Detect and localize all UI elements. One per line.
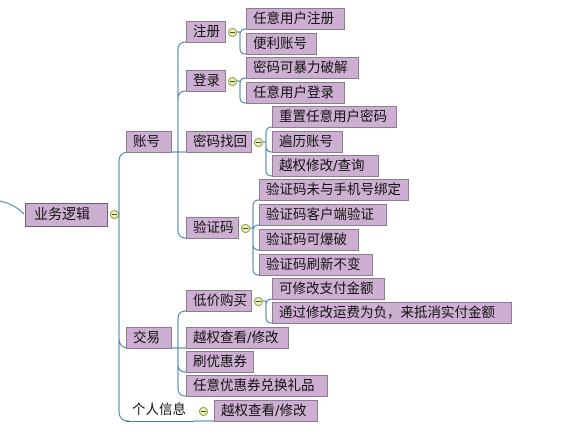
collapse-toggle-icon[interactable] <box>241 224 250 233</box>
connector-line <box>118 151 130 214</box>
collapse-toggle-icon[interactable] <box>228 77 237 86</box>
node-any-coupon-redeem-gift[interactable]: 任意优惠券兑换礼品 <box>186 375 328 397</box>
node-unauthorized-view-modify[interactable]: 越权查看/修改 <box>186 327 289 349</box>
connector-line <box>177 90 187 152</box>
connector-line <box>177 152 187 239</box>
leaf-modify-payment-amount[interactable]: 可修改支付金额 <box>272 278 385 300</box>
collapse-toggle-icon[interactable] <box>199 407 208 416</box>
node-password-recovery[interactable]: 密码找回 <box>186 131 252 153</box>
connector-line <box>118 214 130 422</box>
leaf-convenient-account[interactable]: 便利账号 <box>246 33 317 55</box>
connector-line <box>177 348 187 397</box>
node-personal-unauthorized-view-modify[interactable]: 越权查看/修改 <box>214 400 318 422</box>
connector-line <box>265 126 273 142</box>
leaf-captcha-not-bound[interactable]: 验证码未与手机号绑定 <box>259 179 409 201</box>
leaf-brute-force-password[interactable]: 密码可暴力破解 <box>246 57 359 79</box>
leaf-any-user-register[interactable]: 任意用户注册 <box>246 8 345 30</box>
leaf-captcha-not-refreshed[interactable]: 验证码刷新不变 <box>259 254 373 276</box>
connector-line <box>177 348 187 373</box>
root-node-business-logic[interactable]: 业务逻辑 <box>25 203 108 227</box>
connector-line <box>252 228 260 276</box>
leaf-captcha-brute-force[interactable]: 验证码可爆破 <box>259 229 359 251</box>
collapse-toggle-icon[interactable] <box>254 138 263 147</box>
connector-line <box>0 200 25 215</box>
node-low-price-purchase[interactable]: 低价购买 <box>186 290 252 312</box>
connector-line <box>177 310 187 348</box>
leaf-enumerate-accounts[interactable]: 遍历账号 <box>272 131 343 153</box>
leaf-negative-shipping-fee[interactable]: 通过修改运费为负，来抵消实付金额 <box>272 302 512 324</box>
leaf-unauthorized-modify-query[interactable]: 越权修改/查询 <box>272 155 379 177</box>
leaf-reset-any-password[interactable]: 重置任意用户密码 <box>272 106 397 128</box>
collapse-toggle-icon[interactable] <box>254 297 263 306</box>
collapse-toggle-icon[interactable] <box>228 28 237 37</box>
node-login[interactable]: 登录 <box>186 70 226 92</box>
node-register[interactable]: 注册 <box>186 21 226 43</box>
branch-node-account[interactable]: 账号 <box>126 131 172 153</box>
branch-node-personal-info[interactable]: 个人信息 <box>126 400 194 422</box>
branch-node-transaction[interactable]: 交易 <box>126 327 172 349</box>
collapse-toggle-icon[interactable] <box>110 210 119 219</box>
node-captcha[interactable]: 验证码 <box>186 217 239 239</box>
connector-line <box>252 199 260 228</box>
connector-line <box>265 301 273 324</box>
leaf-any-user-login[interactable]: 任意用户登录 <box>246 82 345 104</box>
leaf-captcha-client-validation[interactable]: 验证码客户端验证 <box>259 204 387 226</box>
connector-line <box>265 142 273 177</box>
connector-line <box>177 41 187 152</box>
node-coupon-farming[interactable]: 刷优惠券 <box>186 351 254 373</box>
connector-line <box>239 81 247 104</box>
connector-line <box>239 32 247 55</box>
